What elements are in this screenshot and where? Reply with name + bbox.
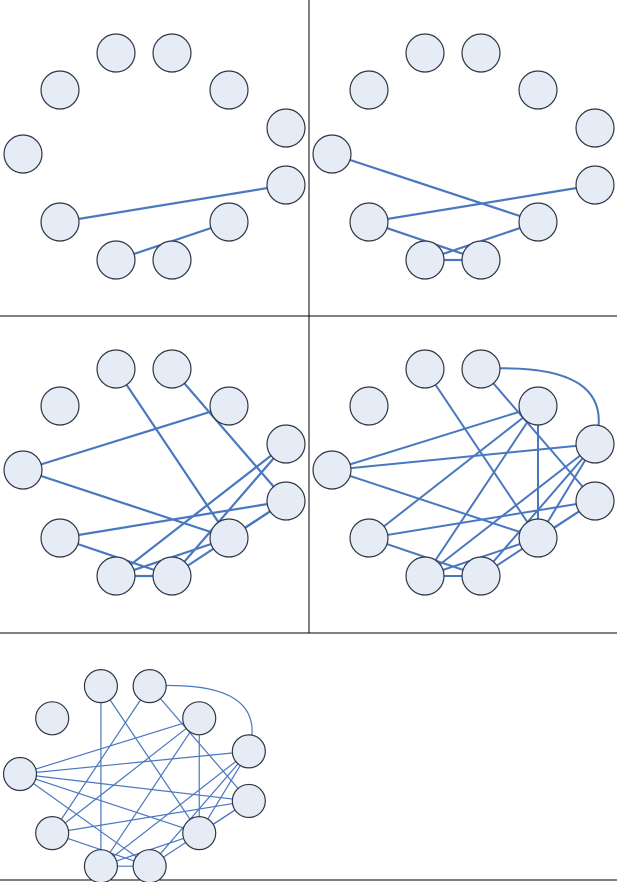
node-n3: [575, 108, 615, 148]
nodes: [2, 669, 266, 882]
edge-n8-n2: [424, 405, 539, 577]
edge-n8-n3: [114, 442, 288, 578]
node-n9: [152, 240, 192, 280]
node-n4: [231, 783, 266, 819]
node-n10: [40, 70, 80, 110]
node-n8: [405, 556, 445, 596]
edge-n6-n2: [21, 404, 231, 472]
node-n4: [266, 481, 306, 521]
node-n8: [405, 240, 445, 280]
edge-n6-n5: [21, 468, 231, 540]
node-n1: [132, 669, 167, 704]
node-n5: [182, 816, 217, 851]
nodes: [312, 33, 615, 280]
node-n0: [96, 33, 136, 73]
node-n1: [461, 349, 501, 389]
edge-n8-n3: [100, 750, 250, 867]
node-n10: [40, 386, 80, 426]
node-n6: [3, 134, 43, 174]
edge-n6-n5: [330, 152, 540, 224]
panel-step-2: [312, 33, 615, 280]
edges: [331, 367, 600, 577]
node-n6: [3, 450, 43, 490]
edge-n7-n4: [58, 499, 288, 540]
edge-n8-n3: [424, 443, 596, 577]
panel-step-1: [3, 33, 306, 280]
node-n3: [266, 108, 306, 148]
edge-n0-n5: [114, 367, 231, 540]
node-n7: [349, 202, 389, 242]
node-n8: [96, 240, 136, 280]
node-n9: [461, 240, 501, 280]
nodes: [3, 349, 306, 596]
node-n10: [35, 701, 70, 736]
node-n9: [132, 849, 167, 882]
node-n9: [461, 556, 501, 596]
panel-step-4: [312, 349, 615, 596]
node-n1: [461, 33, 501, 73]
node-n1: [152, 349, 192, 389]
edge-n0-n5: [100, 685, 200, 834]
edge-n9-n3: [170, 442, 288, 578]
node-n7: [349, 518, 389, 558]
panel-step-5: [2, 669, 266, 882]
node-n5: [518, 518, 558, 558]
node-n2: [209, 70, 249, 110]
node-n2: [518, 386, 558, 426]
node-n0: [405, 349, 445, 389]
node-n6: [2, 756, 38, 792]
node-n0: [405, 33, 445, 73]
edge-n7-n2: [368, 405, 539, 539]
nodes: [3, 33, 306, 280]
node-n7: [40, 518, 80, 558]
edge-n7-n2: [51, 717, 200, 834]
node-n3: [575, 424, 615, 464]
node-n8: [96, 556, 136, 596]
edge-n6-n4: [19, 773, 250, 802]
node-n1: [152, 33, 192, 73]
edge-n6-n5: [19, 773, 200, 834]
node-n5: [518, 202, 558, 242]
edge-n6-n3: [331, 443, 596, 471]
node-n10: [349, 386, 389, 426]
edge-n6-n2: [331, 405, 539, 471]
node-n8: [83, 849, 119, 882]
node-n7: [40, 202, 80, 242]
edges: [19, 684, 253, 867]
edges: [21, 367, 288, 578]
node-n7: [35, 816, 70, 851]
node-n9: [152, 556, 192, 596]
node-n3: [231, 734, 266, 769]
edge-n7-n4: [58, 183, 288, 224]
node-n0: [96, 349, 136, 389]
edge-n6-n5: [331, 469, 539, 539]
node-n3: [266, 424, 306, 464]
edge-n8-n2: [100, 717, 200, 867]
nodes: [312, 349, 615, 596]
node-n2: [209, 386, 249, 426]
edges: [330, 152, 597, 262]
node-n6: [312, 450, 352, 490]
node-n4: [575, 481, 615, 521]
node-n4: [266, 165, 306, 205]
edge-n1-n4: [170, 367, 288, 503]
node-n2: [182, 701, 217, 736]
edge-n6-n9: [19, 773, 151, 867]
panels: [2, 33, 615, 882]
node-n5: [209, 202, 249, 242]
node-n2: [518, 70, 558, 110]
edge-n0-n5: [424, 368, 539, 539]
node-n10: [349, 70, 389, 110]
node-n0: [83, 669, 119, 704]
panel-step-3: [3, 349, 306, 596]
edge-n6-n3: [19, 750, 250, 775]
node-n5: [209, 518, 249, 558]
node-n6: [312, 134, 352, 174]
node-n4: [575, 165, 615, 205]
